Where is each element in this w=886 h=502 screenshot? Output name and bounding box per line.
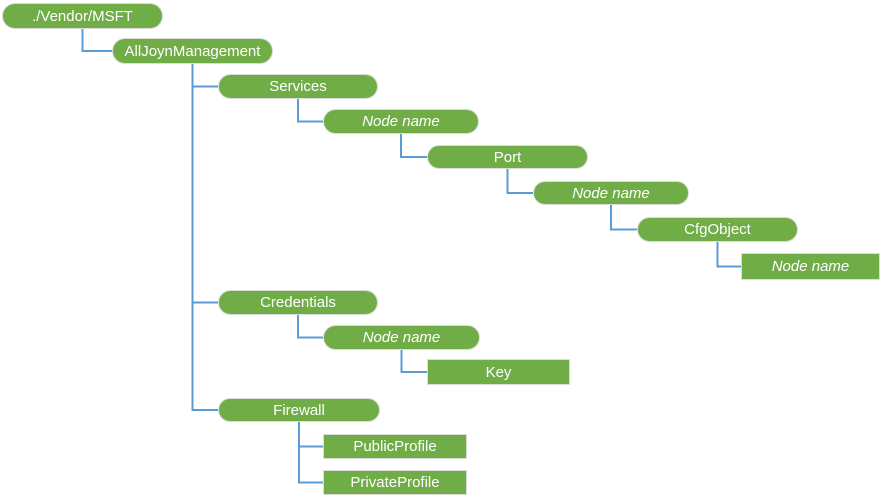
node-key: Key xyxy=(427,359,570,385)
connector-credentials-to-nodename xyxy=(297,315,323,339)
connector-port-to-nodename xyxy=(506,169,533,194)
node-cfgobject-node-name: Node name xyxy=(741,253,880,280)
node-services: Services xyxy=(218,74,378,99)
node-cfgobject: CfgObject xyxy=(637,217,798,242)
node-private-profile: PrivateProfile xyxy=(323,470,467,495)
node-firewall: Firewall xyxy=(218,398,380,422)
connector-services-to-nodename xyxy=(297,99,323,123)
node-services-node-name: Node name xyxy=(323,109,479,134)
node-credentials-node-name: Node name xyxy=(323,325,480,350)
node-port: Port xyxy=(427,145,588,169)
node-public-profile: PublicProfile xyxy=(323,434,467,459)
node-credentials: Credentials xyxy=(218,290,378,315)
connector-cfgobject-to-nodename xyxy=(716,242,741,268)
connector-nodename-to-port xyxy=(400,134,427,158)
connector-vendor-to-alljoyn xyxy=(81,29,112,52)
connector-firewall-children xyxy=(298,422,323,484)
connector-nodename-to-key xyxy=(400,350,427,373)
node-port-node-name: Node name xyxy=(533,181,689,205)
node-vendor-msft: ./Vendor/MSFT xyxy=(2,3,163,29)
connector-nodename-to-cfgobject xyxy=(610,205,637,231)
node-alljoyn-management: AllJoynManagement xyxy=(112,38,273,64)
connector-alljoyn-children xyxy=(191,64,218,411)
